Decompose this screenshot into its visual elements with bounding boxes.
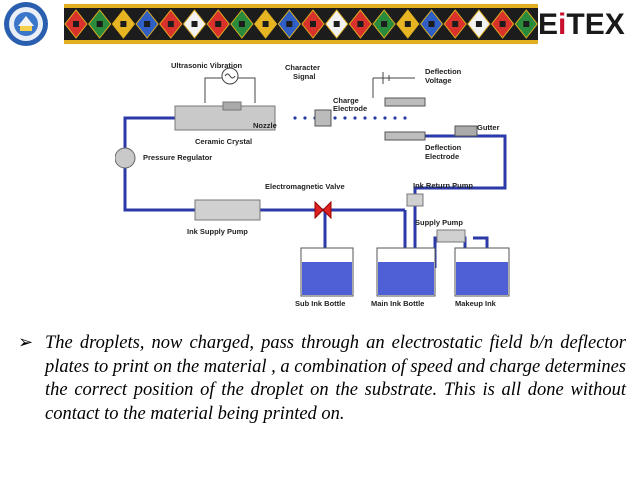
label-ink-return-pump: Ink Return Pump: [413, 181, 473, 190]
label-supply-pump: Supply Pump: [415, 218, 463, 227]
sub-ink-bottle: [300, 247, 354, 297]
label-pressure-regulator: Pressure Regulator: [143, 153, 212, 162]
ink-supply-pump: [194, 199, 261, 221]
brand-logo: EiTEX: [538, 9, 625, 41]
bullet-text: The droplets, now charged, pass through …: [45, 333, 626, 424]
label-sub-ink-bottle: Sub Ink Bottle: [295, 299, 345, 308]
label-deflection-voltage-2: Voltage: [425, 76, 452, 85]
decorative-banner: [64, 4, 538, 44]
ultrasonic-circuit: [204, 67, 256, 103]
label-character-signal-1: Character: [285, 63, 320, 72]
electromagnetic-valve: [314, 200, 332, 220]
deflection-plate-bottom: [384, 131, 426, 141]
gutter: [454, 125, 478, 137]
brand-text: EiTEX: [538, 8, 625, 41]
label-deflection-electrode-1: Deflection: [425, 143, 462, 152]
bullet-point: ➢ The droplets, now charged, pass throug…: [18, 332, 626, 426]
label-ink-supply-pump: Ink Supply Pump: [187, 227, 248, 236]
label-makeup-ink: Makeup Ink: [455, 299, 497, 308]
label-charge-electrode-2: Electrode: [333, 104, 367, 113]
label-main-ink-bottle: Main Ink Bottle: [371, 299, 424, 308]
label-nozzle: Nozzle: [253, 121, 277, 130]
label-character-signal-2: Signal: [293, 72, 316, 81]
pressure-regulator: [115, 147, 136, 169]
droplet-stream: [293, 116, 407, 120]
label-charge-electrode-1: Charge: [333, 96, 359, 105]
label-ceramic-crystal: Ceramic Crystal: [195, 137, 252, 146]
ceramic-crystal: [222, 101, 242, 111]
supply-pump: [436, 229, 466, 243]
ink-return-pump: [406, 193, 424, 207]
label-deflection-electrode-2: Electrode: [425, 152, 459, 161]
label-deflection-voltage-1: Deflection: [425, 67, 462, 76]
label-electromagnetic-valve: Electromagnetic Valve: [265, 182, 345, 191]
label-ultrasonic-vibration: Ultrasonic Vibration: [171, 61, 243, 70]
university-logo: [4, 2, 48, 46]
main-ink-bottle: [376, 247, 436, 297]
arrow-bullet-icon: ➢: [18, 332, 34, 353]
deflection-plate-top: [384, 97, 426, 107]
inkjet-system-diagram: Ultrasonic Vibration Character Signal De…: [115, 61, 510, 308]
makeup-ink-bottle: [454, 247, 510, 297]
charge-electrode: [314, 109, 332, 127]
label-gutter: Gutter: [477, 123, 500, 132]
deflection-voltage-source: [372, 72, 415, 98]
